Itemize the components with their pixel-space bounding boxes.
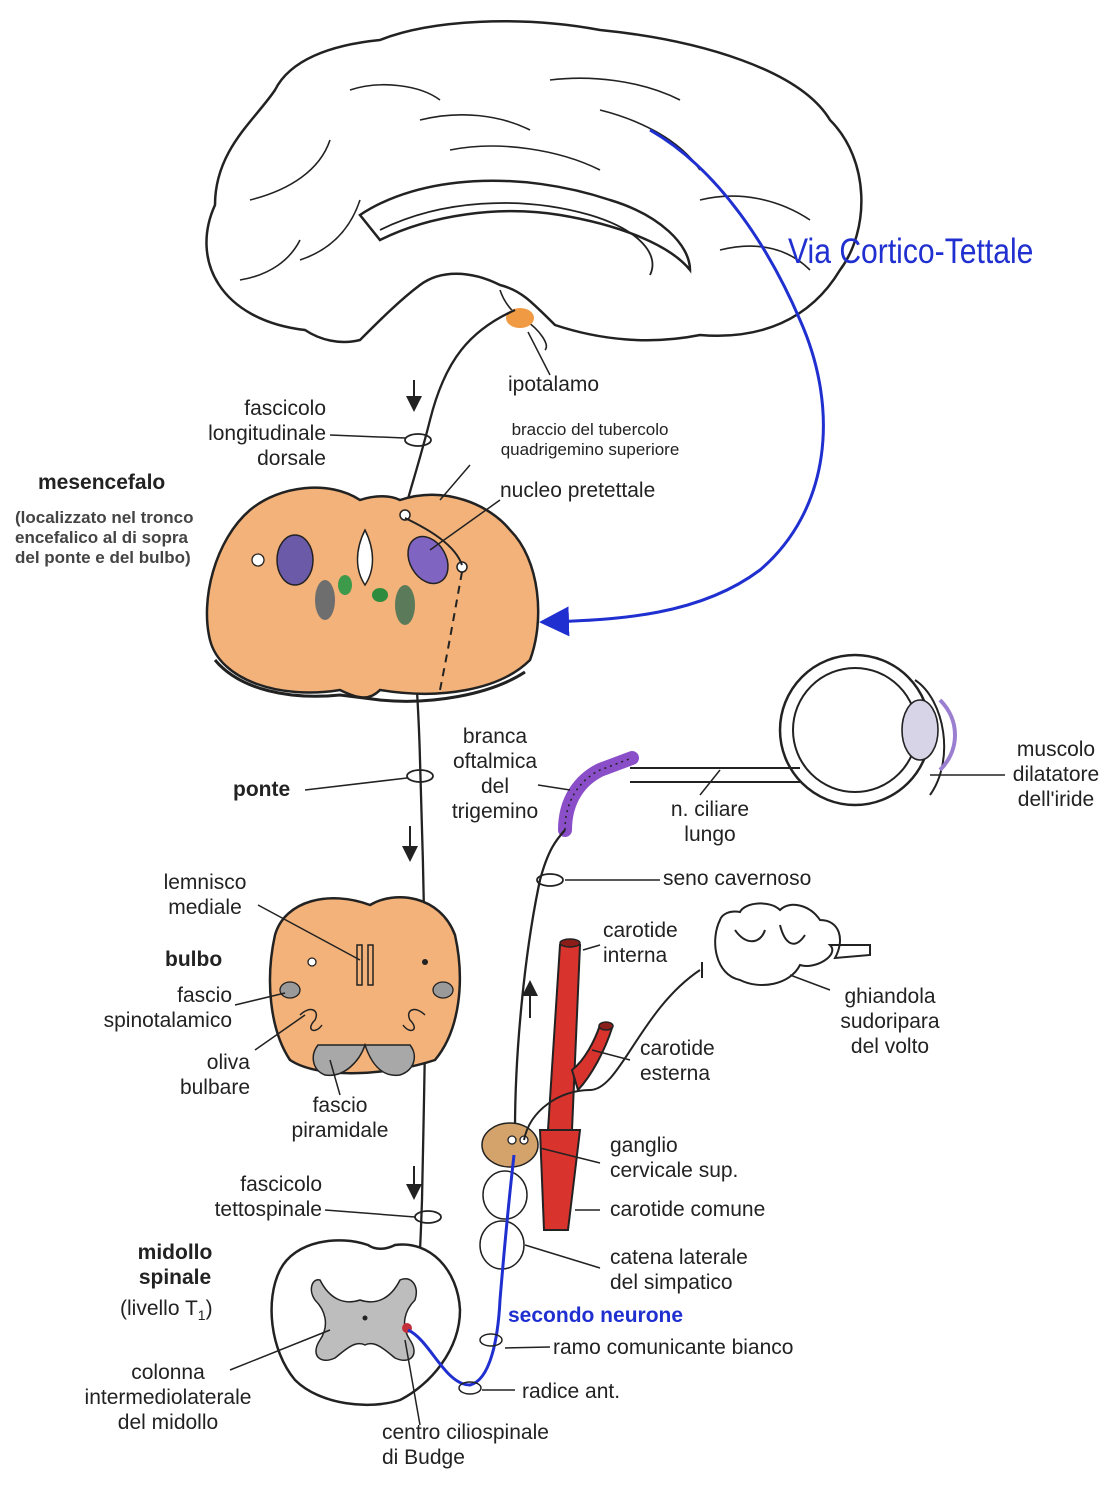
- label-carotide-comune: carotide comune: [610, 1197, 765, 1222]
- sweat-gland: [715, 903, 870, 985]
- medulla-section: [270, 897, 460, 1075]
- label-seno-cavernoso: seno cavernoso: [663, 866, 811, 891]
- label-nucleo-pretettale: nucleo pretettale: [500, 478, 655, 503]
- label-ramo-comunicante: ramo comunicante bianco: [553, 1335, 793, 1360]
- mesencephalon-section: [207, 488, 538, 702]
- spinal-cord-section: [272, 1240, 460, 1405]
- label-ponte: ponte: [233, 777, 290, 802]
- marker-ramo: [480, 1334, 502, 1346]
- label-secondo-neurone: secondo neurone: [508, 1303, 683, 1328]
- long-ciliary-nerve: [630, 768, 800, 782]
- label-radice-ant: radice ant.: [522, 1379, 620, 1404]
- marker-fascicolo-long: [405, 434, 431, 446]
- diagram-title: Via Cortico-Tettale: [788, 232, 1033, 272]
- marker-tettospinale: [415, 1211, 441, 1223]
- brain-sagittal-section: [206, 21, 861, 350]
- eye: [780, 655, 955, 805]
- label-livello: (livello T1): [120, 1296, 213, 1328]
- ophthalmic-branch-trigeminal: [565, 758, 632, 830]
- label-mesencefalo: mesencefalo: [38, 470, 165, 495]
- label-bulbo: bulbo: [165, 947, 222, 972]
- label-ipotalamo: ipotalamo: [508, 372, 599, 397]
